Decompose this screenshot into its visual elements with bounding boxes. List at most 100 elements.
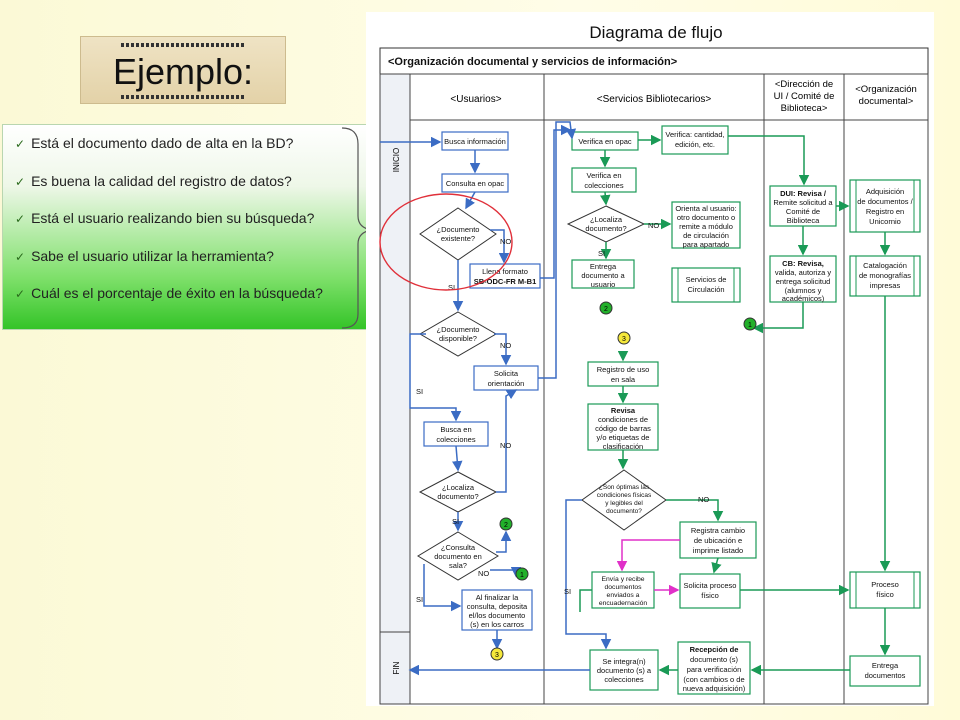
node-label: documento? — [585, 224, 626, 233]
node-registro-uso — [587, 361, 659, 387]
edge — [452, 445, 463, 472]
node-label: de monografías — [859, 271, 911, 280]
node-label: Entrega — [872, 661, 899, 670]
node-label: en sala — [611, 375, 636, 384]
node-catalogacion — [849, 255, 921, 297]
node-label: y legibles del — [605, 500, 643, 507]
checklist-item: ✓Está el documento dado de alta en la BD… — [15, 135, 294, 151]
connector-2 — [499, 517, 513, 531]
node-label: Solicita proceso — [684, 581, 737, 590]
node-label: ¿Localiza — [590, 215, 623, 224]
node-label: Revisa — [611, 406, 636, 415]
node-label: Orienta al usuario: — [675, 204, 736, 213]
connector-3 — [617, 331, 631, 345]
node-label: Remite solicitud a — [773, 198, 833, 207]
node-label: impresas — [870, 281, 901, 290]
node-label: para apartado — [683, 240, 730, 249]
node-label: enviados a — [607, 592, 640, 599]
decorative-scribble — [121, 95, 245, 99]
node-label: remite a módulo — [679, 222, 733, 231]
node-label: (con cambios o de — [683, 675, 744, 684]
checklist: ✓Está el documento dado de alta en la BD… — [3, 125, 373, 321]
node-label: condiciones físicas — [597, 492, 652, 499]
node-label: encuadernación — [599, 600, 648, 607]
node-label: documentos — [865, 671, 906, 680]
node-recepcion — [677, 641, 751, 695]
fin-label: FIN — [392, 661, 401, 674]
node-solicita-orientacion — [473, 365, 539, 391]
node-label: el/los documento — [469, 611, 526, 620]
node-label: documento? — [437, 492, 478, 501]
connector-label: 2 — [604, 306, 608, 313]
highlight-ellipse — [379, 193, 513, 291]
edge — [423, 564, 462, 612]
lane-servicios: <Servicios Bibliotecarios> — [597, 94, 712, 105]
node-label: colecciones — [604, 675, 643, 684]
node-label: Consulta en opac — [446, 179, 505, 188]
node-servicios-circulacion — [671, 267, 741, 303]
node-dui-revisa — [769, 185, 837, 227]
node-label: existente? — [441, 234, 475, 243]
node-label: Registro de uso — [597, 365, 650, 374]
edge-label-si: SI — [416, 595, 423, 604]
edge — [616, 539, 680, 572]
node-busca-colecciones — [423, 421, 489, 447]
edge — [494, 333, 512, 366]
check-icon: ✓ — [15, 212, 26, 226]
slide-title-box: Ejemplo: — [80, 36, 286, 104]
connector-label: 1 — [520, 572, 524, 579]
node-label: físico — [876, 590, 894, 599]
node-se-integra — [589, 649, 659, 691]
node-label: orientación — [488, 379, 525, 388]
checklist-item: ✓Está el usuario realizando bien su búsq… — [15, 210, 315, 226]
edge-label-no: NO — [500, 441, 511, 450]
node-label: Unicornio — [869, 217, 901, 226]
node-adquisicion — [849, 179, 921, 233]
edge — [752, 302, 804, 334]
check-icon: ✓ — [15, 137, 26, 151]
checklist-item: ✓Sabe el usuario utilizar la herramienta… — [15, 247, 274, 264]
node-label: Busca en — [440, 425, 471, 434]
node-label: SB-ODC-FR M-B1 — [474, 277, 537, 286]
edge — [490, 229, 510, 264]
connector-label: 3 — [622, 336, 626, 343]
edge-label-si: SI — [448, 283, 455, 292]
node-label: edición, etc. — [675, 140, 715, 149]
node-label: (alumnos y — [785, 286, 822, 295]
diagram-subtitle: <Organización documental y servicios de … — [388, 56, 677, 68]
edge-label-si: SI — [598, 249, 605, 258]
node-label: usuario — [591, 280, 616, 289]
edge — [711, 557, 722, 574]
node-label: Adquisición — [866, 187, 904, 196]
connector-label: 1 — [748, 322, 752, 329]
decision-condiciones-optimas — [581, 469, 667, 531]
connector-2 — [599, 301, 613, 315]
node-label: condiciones de — [598, 415, 648, 424]
decision-consulta-sala — [417, 531, 499, 581]
flowchart-panel: Diagrama de flujo <Organización document… — [366, 12, 934, 706]
edge — [565, 499, 612, 650]
node-label: Circulación — [687, 285, 724, 294]
decision-doc-disponible — [419, 311, 497, 357]
edge — [728, 135, 810, 186]
node-entrega-documentos — [849, 655, 921, 687]
check-icon: ✓ — [15, 287, 26, 301]
node-label: Se integra(n) — [602, 657, 646, 666]
connector-3 — [490, 647, 504, 661]
node-label: ¿Consulta — [441, 543, 476, 552]
node-cb-revisa — [769, 255, 837, 303]
node-label: y/o etiquetas de — [597, 433, 650, 442]
node-label: documento (s) — [690, 655, 738, 664]
node-label: ¿Documento — [437, 325, 480, 334]
node-label: Envía y recibe — [601, 576, 644, 583]
node-label: colecciones — [584, 181, 623, 190]
edge-label-si: SI — [564, 587, 571, 596]
flowchart: Diagrama de flujo <Organización document… — [379, 23, 929, 705]
checklist-item: ✓Es buena la calidad del registro de dat… — [15, 172, 292, 189]
edge-label-no: NO — [500, 341, 511, 350]
node-label: clasificación — [603, 442, 643, 451]
node-label: Servicios de — [686, 275, 727, 284]
node-label: Llena formato — [482, 267, 528, 276]
node-verifica-colecciones — [571, 167, 637, 193]
edge — [465, 191, 476, 210]
